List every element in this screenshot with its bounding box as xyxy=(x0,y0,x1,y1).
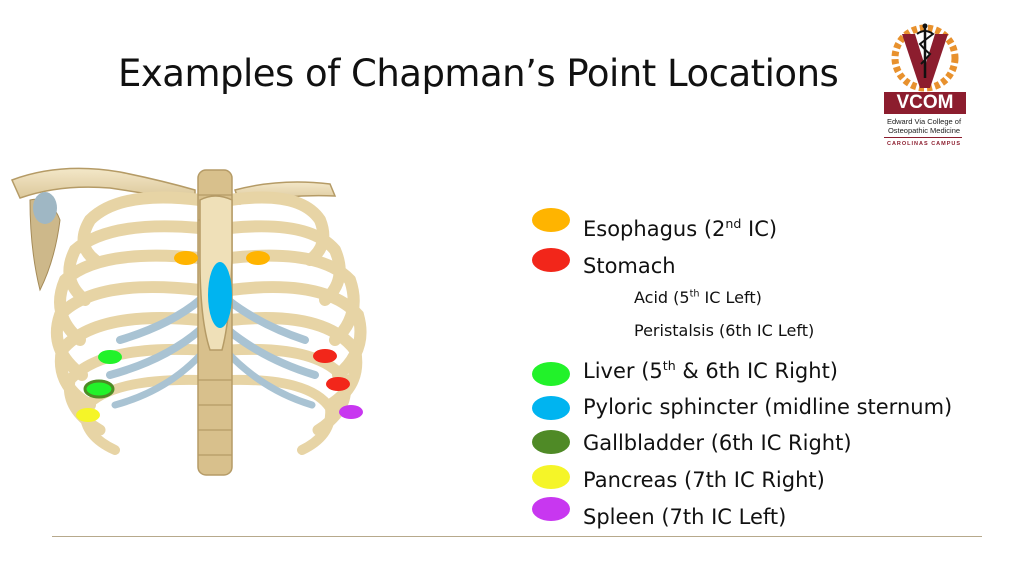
legend-label: Pyloric sphincter (midline sternum) xyxy=(583,395,953,419)
footer-divider xyxy=(52,536,982,537)
v-letter-icon xyxy=(902,34,948,88)
legend-swatch xyxy=(532,396,570,420)
legend-label: Spleen (7th IC Left) xyxy=(583,505,787,529)
logo-line-1: Edward Via College of xyxy=(886,117,962,126)
marker-pancreas xyxy=(76,408,100,422)
legend-label: Pancreas (7th IC Right) xyxy=(583,468,825,492)
legend-swatch xyxy=(532,208,570,232)
marker-esophagus-left xyxy=(174,251,198,265)
logo-line-2: Osteopathic Medicine xyxy=(887,126,961,135)
vcom-logo xyxy=(884,23,966,114)
legend-swatch xyxy=(532,362,570,386)
costal-cartilage xyxy=(224,296,309,344)
rib xyxy=(224,191,330,266)
costal-cartilage xyxy=(224,326,319,379)
marker-esophagus-right xyxy=(246,251,270,265)
logo-campus: CAROLINAS CAMPUS xyxy=(886,141,962,147)
marker-spleen xyxy=(339,405,363,419)
legend-sublabel: Acid (5th IC Left) xyxy=(634,288,762,307)
costal-cartilage xyxy=(116,296,204,344)
marker-liver xyxy=(98,350,122,364)
legend-label: Stomach xyxy=(583,254,676,278)
logo-divider xyxy=(884,137,962,138)
rib xyxy=(54,312,206,411)
rib xyxy=(224,343,352,436)
ribcage-illustration xyxy=(10,167,367,476)
marker-stomach-peristalsis xyxy=(326,377,350,391)
marker-gallbladder xyxy=(83,379,115,399)
costal-cartilage xyxy=(106,326,204,379)
legend-label: Esophagus (2nd IC) xyxy=(583,216,778,241)
logo-wordmark: VCOM xyxy=(896,92,954,113)
legend-swatch xyxy=(532,497,570,521)
rib xyxy=(224,220,346,306)
legend-swatch xyxy=(532,465,570,489)
slide-title: Examples of Chapman’s Point Locations xyxy=(118,52,839,95)
legend-sublabel: Peristalsis (6th IC Left) xyxy=(634,321,815,340)
costal-cartilage xyxy=(221,346,316,409)
rib xyxy=(224,312,363,411)
legend-swatch xyxy=(532,430,570,454)
legend-label: Gallbladder (6th IC Right) xyxy=(583,431,852,455)
wordmark-bg xyxy=(884,92,966,114)
rib xyxy=(224,249,360,346)
caduceus-icon xyxy=(916,23,935,78)
rib xyxy=(79,374,205,455)
marker-pyloric xyxy=(208,262,232,328)
humeral-head xyxy=(33,192,57,224)
rib xyxy=(63,220,206,306)
legend-swatch xyxy=(532,248,570,272)
marker-stomach-acid xyxy=(313,349,337,363)
legend-label: Liver (5th & 6th IC Right) xyxy=(583,358,839,383)
